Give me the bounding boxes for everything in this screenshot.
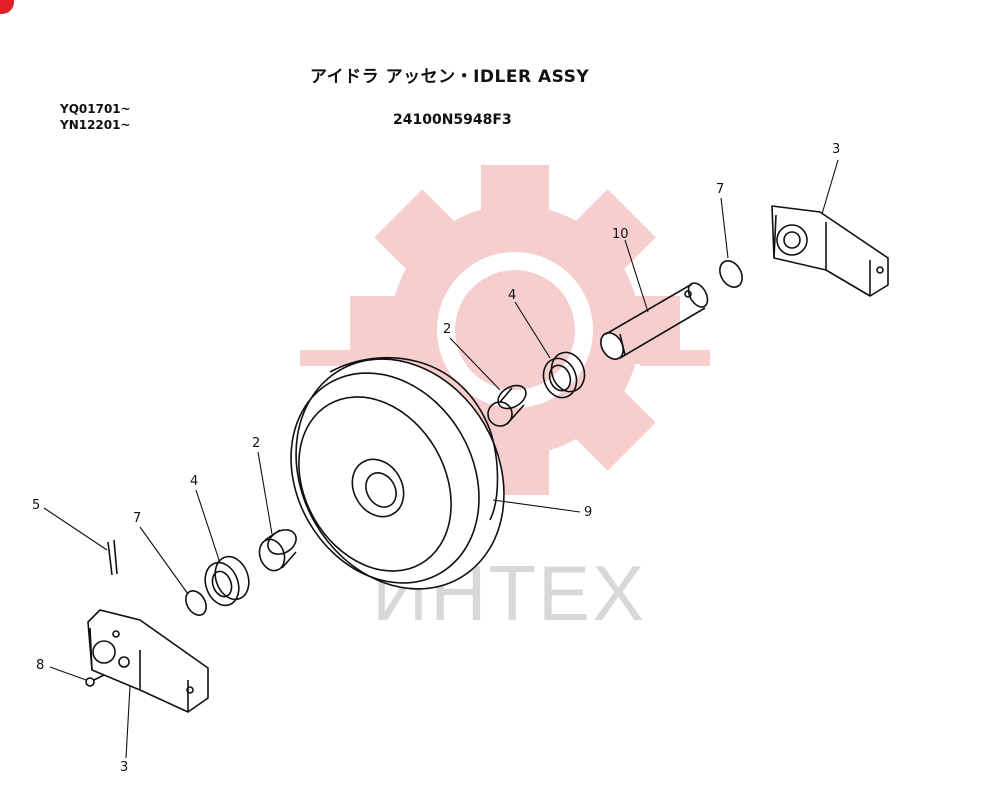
serial-range: YN12201~ [60, 118, 131, 132]
part-number: 24100N5948F3 [393, 112, 512, 128]
callout-label: 2 [252, 436, 261, 451]
snap-ring-right [719, 260, 743, 288]
callout-label: 3 [120, 760, 129, 775]
idler-shaft [600, 282, 709, 360]
bushing-right [487, 384, 527, 427]
seal-right [542, 351, 586, 399]
idler-wheel [290, 356, 505, 590]
callout-label: 10 [612, 227, 629, 242]
bushing-left [258, 529, 297, 572]
callout-label: 2 [443, 322, 452, 337]
callout-label: 7 [133, 511, 142, 526]
seal-left [204, 555, 250, 607]
callout-label: 5 [32, 498, 41, 513]
support-left [87, 609, 209, 713]
callout-label: 4 [190, 474, 199, 489]
pin [107, 539, 118, 576]
callout-label: 7 [716, 182, 725, 197]
support-right [771, 205, 889, 297]
page-title: アイドラ アッセン・IDLER ASSY [310, 67, 590, 87]
callout-label: 3 [832, 142, 841, 157]
serial-range: YQ01701~ [60, 102, 131, 116]
callout-label: 9 [584, 505, 593, 520]
callout-label: 4 [508, 288, 517, 303]
snap-ring-left [185, 590, 207, 616]
callout-label: 8 [36, 658, 45, 673]
